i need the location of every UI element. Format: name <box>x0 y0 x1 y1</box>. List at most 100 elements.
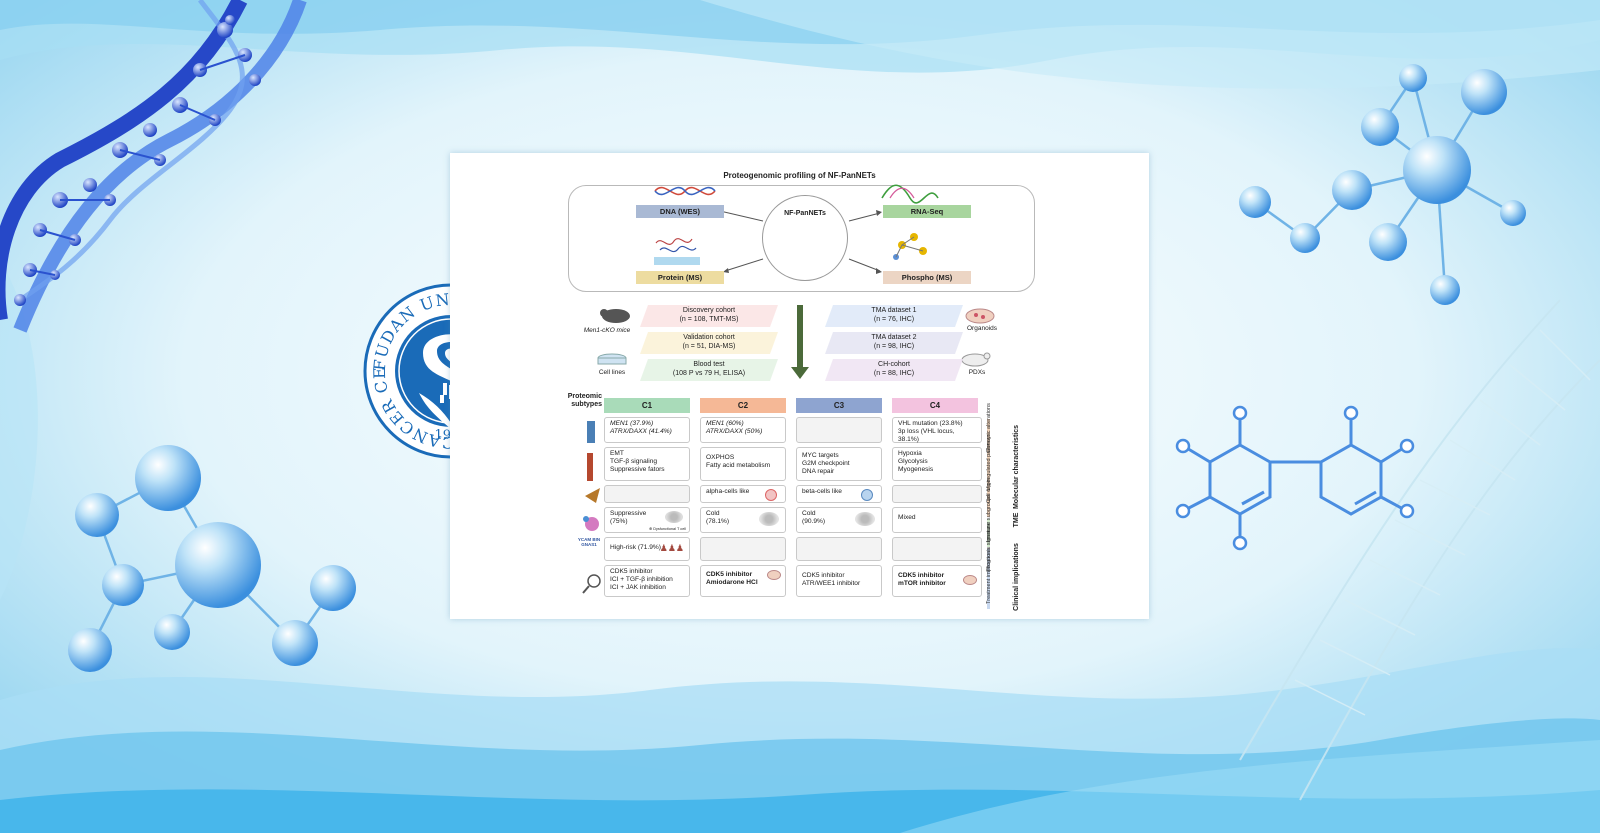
c1-origin-cell <box>604 485 690 503</box>
cell-line: EMT <box>610 450 624 457</box>
rna-seq-label: RNA-Seq <box>883 205 971 218</box>
dish-icon <box>767 570 781 580</box>
alpha-cell-icon <box>765 489 777 501</box>
cohort-name: TMA dataset 2 <box>871 334 917 341</box>
cohort-left-1: Discovery cohort (n = 108, TMT-MS) <box>640 304 778 328</box>
c4-genomic-cell: VHL mutation (23.8%) 3p loss (VHL locus,… <box>892 417 982 443</box>
row-label-treatment: Treatment implications <box>986 547 992 604</box>
proteogenomic-figure: Proteogenomic profiling of NF-PanNETs <box>450 153 1149 619</box>
cell-line: MEN1 (60%) <box>706 420 744 427</box>
c2-immune-cell: Cold (78.1%) <box>700 507 786 533</box>
c3-origin-cell: beta-cells like <box>796 485 882 503</box>
cohort-name: Discovery cohort <box>682 307 736 314</box>
protein-ms-label: Protein (MS) <box>636 271 724 284</box>
nf-pannets-label: NF-PanNETs <box>784 210 826 217</box>
c4-pathways-cell: Hypoxia Glycolysis Myogenesis <box>892 447 982 481</box>
cell-lines-label: Cell lines <box>598 369 626 376</box>
c4-origin-cell <box>892 485 982 503</box>
phospho-ms-label: Phospho (MS) <box>883 271 971 284</box>
cohort-right-3: CH-cohort (n = 88, IHC) <box>825 358 963 382</box>
proteomic-subtypes-label: Proteomic subtypes <box>567 393 602 408</box>
c2-genomic-cell: MEN1 (60%) ATRX/DAXX (50%) <box>700 417 786 443</box>
c3-prognosis-cell <box>796 537 882 561</box>
cell-line: MYC targets <box>802 452 839 459</box>
cell-line: ATRX/DAXX (41.4%) <box>610 428 672 435</box>
c1-genomic-cell: MEN1 (37.9%) ATRX/DAXX (41.4%) <box>604 417 690 443</box>
cohort-right-1: TMA dataset 1 (n = 76, IHC) <box>825 304 963 328</box>
people-icon: ♟♟♟ <box>659 543 684 553</box>
immune-cluster-icon <box>759 512 779 526</box>
c2-prognosis-cell <box>700 537 786 561</box>
cell-line: Suppressive fators <box>610 466 665 473</box>
cell-line: OXPHOS <box>706 454 735 461</box>
cell-line: mTOR inhibitor <box>898 580 946 587</box>
cell-line: CDK5 inhibitor <box>898 572 945 579</box>
cell-line: ATR/WEE1 inhibitor <box>802 580 861 587</box>
dysfunctional-t-cell-note: ⊕ Dysfunctional T cell <box>648 527 686 531</box>
dna-wes-label: DNA (WES) <box>636 205 724 218</box>
cohort-name: Validation cohort <box>683 334 735 341</box>
cell-line: Glycolysis <box>898 458 928 465</box>
c3-treatment-cell: CDK5 inhibitor ATR/WEE1 inhibitor <box>796 565 882 597</box>
cell-line: 3p loss (VHL locus, 38.1%) <box>898 428 955 443</box>
group-label-clinical: Clinical implications <box>1013 543 1020 611</box>
cell-line: MEN1 (37.9%) <box>610 420 654 427</box>
cohort-left-3: Blood test (108 P vs 79 H, ELISA) <box>640 358 778 382</box>
c4-immune-cell: Mixed <box>892 507 982 533</box>
cell-line: (78.1%) <box>706 518 730 525</box>
cohort-detail: (n = 51, DIA-MS) <box>682 343 736 350</box>
c4-prognosis-cell <box>892 537 982 561</box>
c3-pathways-cell: MYC targets G2M checkpoint DNA repair <box>796 447 882 481</box>
beta-cell-icon <box>861 489 873 501</box>
column-c3: C3 <box>796 398 882 413</box>
cell-line: VHL mutation (23.8%) <box>898 420 963 427</box>
c1-treatment-cell: CDK5 inhibitor ICI + TGF-β inhibition IC… <box>604 565 690 597</box>
pdxs-label: PDXs <box>968 369 986 376</box>
omics-art <box>582 184 995 609</box>
c4-treatment-cell: CDK5 inhibitor mTOR inhibitor <box>892 565 982 597</box>
cell-line: Myogenesis <box>898 466 934 473</box>
cell-line: Cold <box>706 510 720 517</box>
cohort-name: CH-cohort <box>878 361 910 368</box>
c1-immune-cell: Suppressive (75%) ⊕ Dysfunctional T cell <box>604 507 690 533</box>
c1-prognosis-cell: High-risk (71.9%) ♟♟♟ <box>604 537 690 561</box>
cell-line: Hypoxia <box>898 450 922 457</box>
cell-line: alpha-cells like <box>706 488 750 495</box>
cell-line: DNA repair <box>802 468 835 475</box>
cell-line: Amiodarone HCl <box>706 579 758 586</box>
cell-line: Cold <box>802 510 816 517</box>
c2-origin-cell: alpha-cells like <box>700 485 786 503</box>
cell-line: CDK5 inhibitor <box>706 571 753 578</box>
figure-title: Proteogenomic profiling of NF-PanNETs <box>723 171 876 180</box>
column-c4: C4 <box>892 398 978 413</box>
cell-line: beta-cells like <box>802 488 842 495</box>
nf-pannets-circle: NF-PanNETs <box>762 195 848 281</box>
cell-line: G2M checkpoint <box>802 460 850 467</box>
column-c1: C1 <box>604 398 690 413</box>
organoids-label: Organoids <box>967 325 997 332</box>
cell-line: (90.9%) <box>802 518 826 525</box>
cell-line: ICI + JAK inhibition <box>610 584 666 591</box>
cohort-name: TMA dataset 1 <box>871 307 917 314</box>
cohort-left-2: Validation cohort (n = 51, DIA-MS) <box>640 331 778 355</box>
omics-panel <box>568 185 1035 292</box>
cohort-detail: (108 P vs 79 H, ELISA) <box>672 370 746 377</box>
mice-label: Men1-cKO mice <box>583 327 631 334</box>
cell-line: TGF-β signaling <box>610 458 658 465</box>
cohort-detail: (n = 98, IHC) <box>873 343 915 350</box>
cohort-name: Blood test <box>693 361 725 368</box>
cell-line: CDK5 inhibitor <box>610 568 653 575</box>
cell-line: (75%) <box>610 518 628 525</box>
immune-cluster-icon <box>855 512 875 526</box>
cohort-right-2: TMA dataset 2 (n = 98, IHC) <box>825 331 963 355</box>
c1-pathways-cell: EMT TGF-β signaling Suppressive fators <box>604 447 690 481</box>
c2-treatment-cell: CDK5 inhibitor Amiodarone HCl <box>700 565 786 597</box>
immune-cluster-icon <box>665 511 683 523</box>
c2-pathways-cell: OXPHOS Fatty acid metabolism <box>700 447 786 481</box>
gene-tag-icon: YCAM BIN GNAS1 <box>577 537 601 547</box>
c3-genomic-cell <box>796 417 882 443</box>
cell-line: ATRX/DAXX (50%) <box>706 428 763 435</box>
column-c2: C2 <box>700 398 786 413</box>
cell-line: Fatty acid metabolism <box>706 462 771 469</box>
